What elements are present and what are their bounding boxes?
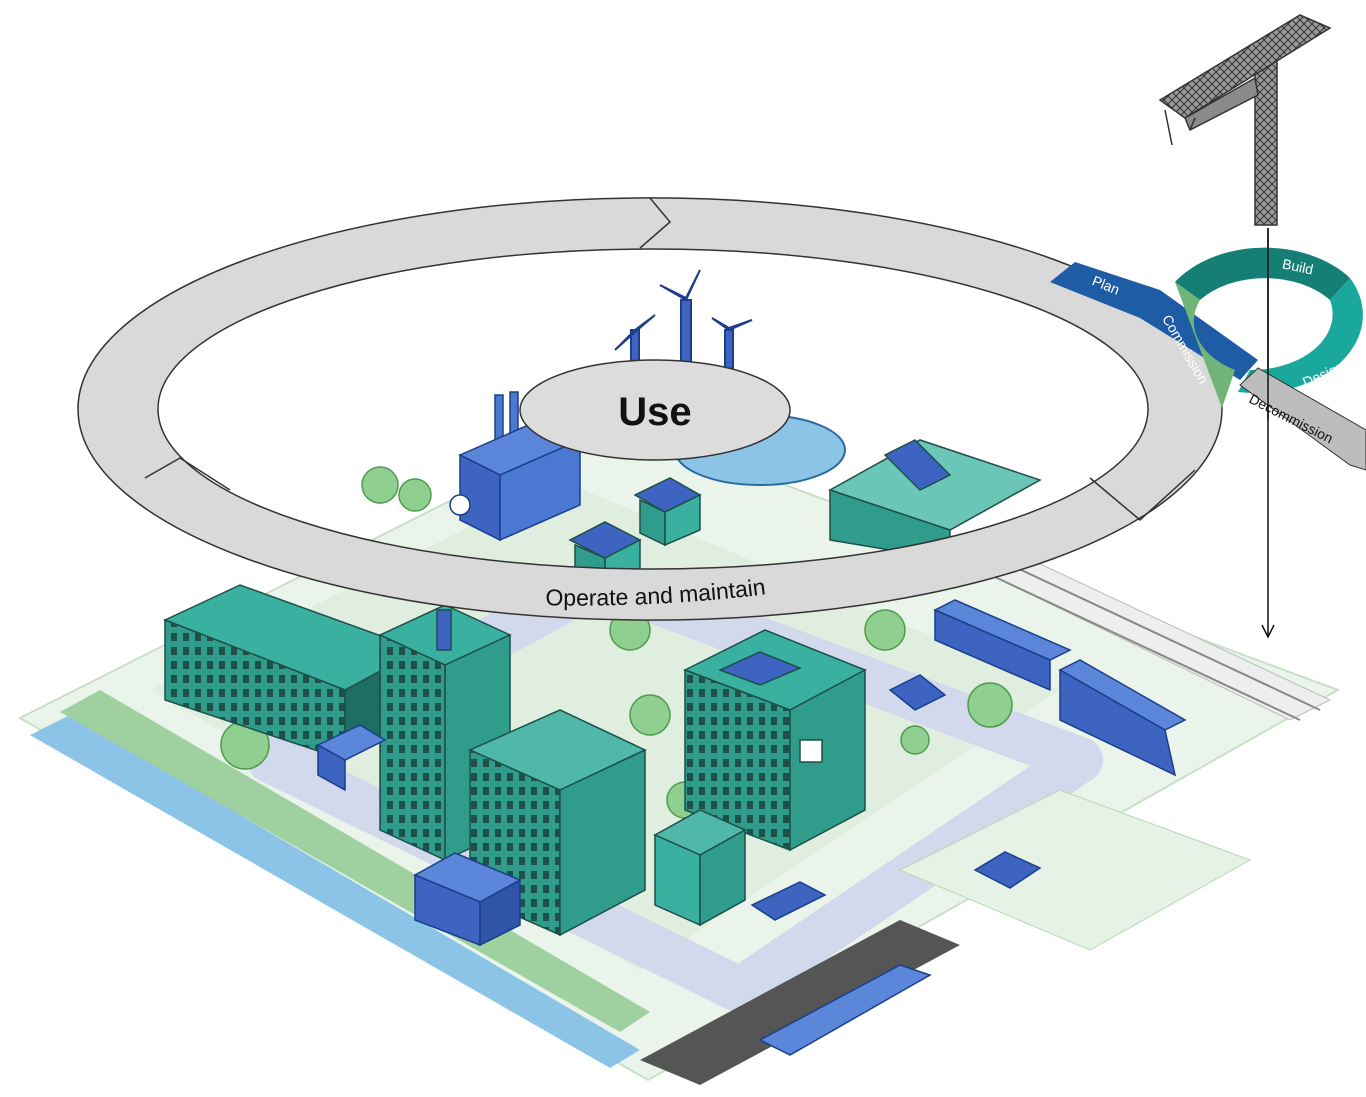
truck-icon bbox=[316, 724, 387, 792]
underpass-train-icon bbox=[758, 964, 932, 1056]
ring-band bbox=[77, 197, 1223, 621]
vehicles bbox=[316, 599, 1187, 1056]
train-icon bbox=[933, 599, 1187, 777]
tree bbox=[398, 478, 432, 512]
ring-arrow-chevron bbox=[1089, 469, 1196, 521]
right-building bbox=[828, 439, 1042, 561]
tree bbox=[361, 466, 399, 504]
tree bbox=[900, 725, 930, 755]
build-segment bbox=[1175, 247, 1350, 300]
bus-icon bbox=[413, 852, 522, 947]
plan-segment bbox=[1050, 262, 1258, 380]
hospital-cross-icon bbox=[799, 739, 823, 763]
ring-arrow-chevron bbox=[144, 457, 231, 491]
rail-track bbox=[979, 559, 1321, 721]
tree bbox=[629, 694, 671, 736]
design-segment bbox=[1238, 278, 1363, 393]
turbine-icon bbox=[659, 269, 701, 371]
car-icon bbox=[888, 674, 947, 711]
tower-crane bbox=[1158, 14, 1332, 226]
field-lower-right bbox=[898, 789, 1252, 951]
crane-counter-jib bbox=[1184, 76, 1259, 132]
recycle-icon bbox=[449, 494, 471, 516]
commission-segment bbox=[1175, 282, 1235, 408]
hospital-building bbox=[683, 629, 867, 852]
canal-water bbox=[30, 715, 640, 1068]
tree bbox=[967, 682, 1013, 728]
arrow-head-icon bbox=[1261, 624, 1275, 639]
tree bbox=[864, 609, 906, 651]
underpass bbox=[640, 920, 960, 1085]
canal-bank bbox=[60, 690, 650, 1032]
car-icon bbox=[750, 881, 827, 921]
small-shop bbox=[653, 809, 747, 927]
use-label-ellipse bbox=[519, 359, 791, 461]
mansion-building bbox=[468, 709, 647, 937]
crane-jib bbox=[1158, 14, 1332, 119]
decommission-segment bbox=[1239, 367, 1366, 471]
project-lifecycle-ring: Plan Build Design Commission Decommissio… bbox=[1050, 228, 1366, 471]
build-label: Build bbox=[1281, 255, 1315, 277]
ring-arrow-chevron bbox=[639, 197, 672, 249]
operate-maintain-ring: Use Operate and maintain bbox=[77, 197, 1223, 621]
use-label: Use bbox=[618, 390, 691, 434]
tractor-icon bbox=[973, 851, 1042, 889]
